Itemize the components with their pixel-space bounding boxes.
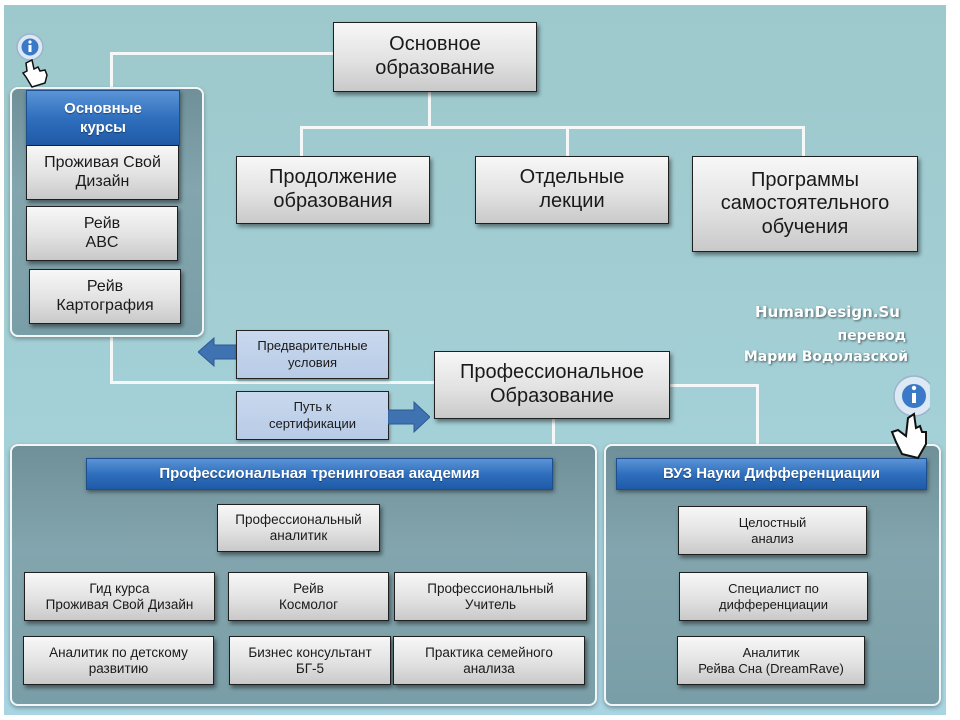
academy-professional-analyst: Профессиональный аналитик [217,504,380,552]
arrow-left-icon [198,336,240,368]
node-separate-lectures: Отдельные лекции [475,156,669,224]
university-holistic-analysis: Целостный анализ [678,506,867,555]
root-node-basic-education: Основное образование [333,22,537,92]
node-self-study-programs: Программы самостоятельного обучения [692,156,918,252]
academy-business-consultant: Бизнес консультант БГ-5 [229,636,391,685]
academy-child-development-analyst: Аналитик по детскому развитию [23,636,214,685]
connector-line [110,52,113,90]
connector-line [300,126,804,129]
connector-line [566,126,569,158]
connector-line [110,52,334,55]
connector-line [756,384,759,444]
credit-site: HumanDesign.Su [755,303,900,321]
university-header: ВУЗ Науки Дифференциации [616,458,927,490]
info-pointer-icon[interactable] [884,372,930,460]
course-rave-cartography: Рейв Картография [29,269,181,324]
certification-path-note: Путь к сертификации [236,391,389,440]
course-rave-abc: Рейв ABC [26,206,178,261]
connector-line [802,126,805,158]
core-courses-header: Основные курсы [26,90,180,146]
connector-line [428,90,431,128]
connector-line [110,381,436,384]
connector-line [552,418,555,444]
connector-line [110,335,113,383]
node-continuing-education: Продолжение образования [236,156,430,224]
arrow-right-icon [388,400,430,434]
academy-course-guide: Гид курса Проживая Свой Дизайн [24,572,215,621]
academy-family-analysis: Практика семейного анализа [393,636,585,685]
connector-line [300,126,303,158]
course-living-your-design: Проживая Свой Дизайн [26,145,179,200]
academy-header: Профессиональная тренинговая академия [86,458,553,490]
academy-professional-teacher: Профессиональный Учитель [394,572,587,621]
connector-line [670,384,758,387]
credit-translator: Марии Водолазской [743,349,908,365]
academy-rave-cosmologist: Рейв Космолог [228,572,389,621]
prerequisites-note: Предварительные условия [236,330,389,379]
university-differentiation-specialist: Специалист по дифференциации [679,572,868,621]
node-professional-education: Профессиональное Образование [434,351,670,419]
university-dreamrave-analyst: Аналитик Рейва Сна (DreamRave) [677,636,865,685]
credit-translation: перевод [837,328,906,344]
info-pointer-icon[interactable] [12,33,52,91]
